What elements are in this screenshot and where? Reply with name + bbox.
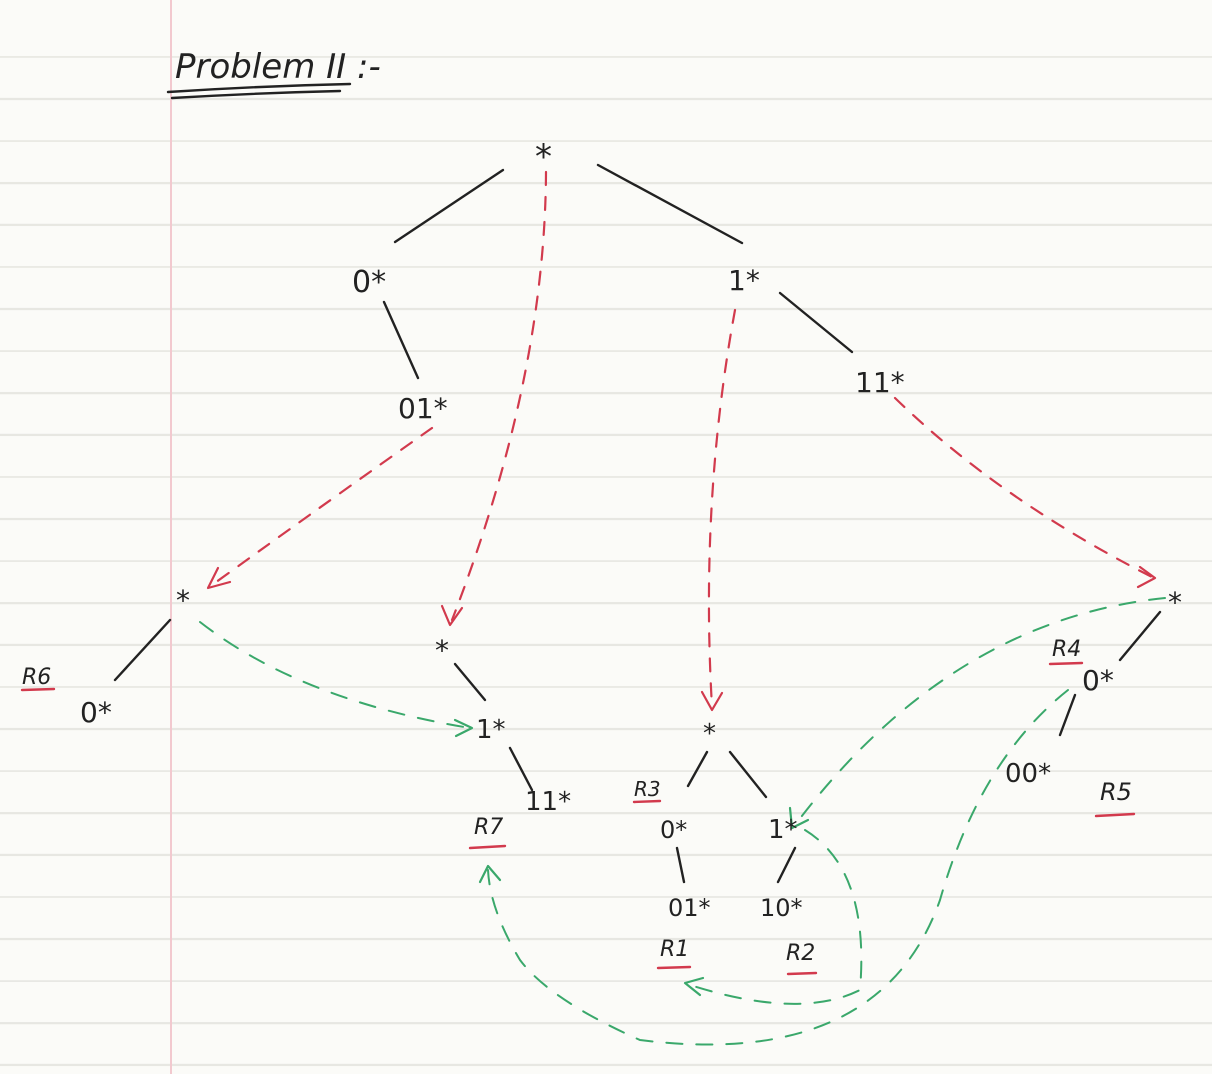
green-arrowhead-R1 xyxy=(683,976,705,997)
node-11: 11* xyxy=(855,366,905,399)
node-sC-root: * xyxy=(703,719,716,749)
node-sD-00: 00* xyxy=(1005,759,1051,789)
green-pointer-sA-to-sB1 xyxy=(199,621,471,729)
sub-trie-edges xyxy=(113,610,1162,884)
node-sC-0: 0* xyxy=(660,816,687,844)
green-arrowhead-R7 xyxy=(478,864,502,884)
margin-line xyxy=(170,0,172,1074)
rule-R5-underline xyxy=(1094,812,1136,818)
red-pointer-root-to-sB xyxy=(450,170,548,622)
rule-R3: R3 xyxy=(634,777,661,801)
edge-0-01 xyxy=(382,300,420,380)
edge-1-11 xyxy=(778,291,854,354)
rule-R1: R1 xyxy=(660,937,689,962)
node-sC-10: 10* xyxy=(760,894,803,922)
green-pointer-sC1-to-R1 xyxy=(689,829,863,1005)
rule-R4: R4 xyxy=(1052,637,1081,662)
rule-R3-underline xyxy=(632,799,662,804)
main-trie-edges xyxy=(382,163,854,380)
rule-R1-underline xyxy=(656,965,692,970)
rule-labels: R6 R7 R3 R1 R2 R4 R5 xyxy=(20,637,1136,976)
rule-R5: R5 xyxy=(1100,778,1132,806)
rule-R7: R7 xyxy=(474,815,503,840)
node-sA-0: 0* xyxy=(80,696,112,729)
rule-R2-underline xyxy=(786,971,818,976)
edge-sB-1 xyxy=(453,662,487,702)
rule-R7-underline xyxy=(468,844,507,850)
red-pointers xyxy=(206,170,1157,712)
red-arrowhead-sA xyxy=(206,566,232,590)
rule-R6: R6 xyxy=(22,665,51,690)
edge-root-1 xyxy=(596,163,744,245)
node-1: 1* xyxy=(728,264,760,297)
edge-sC0-01 xyxy=(675,846,686,884)
green-pointers xyxy=(199,597,1166,1046)
green-pointer-sD0-to-R7 xyxy=(487,689,1069,1046)
rule-R4-underline xyxy=(1048,661,1084,666)
node-sB-11: 11* xyxy=(525,787,571,817)
title: Problem II :- xyxy=(175,47,381,87)
node-sC-1: 1* xyxy=(768,815,798,845)
rule-R6-underline xyxy=(20,687,56,692)
rule-R2: R2 xyxy=(786,941,815,966)
edge-sA-0 xyxy=(113,618,172,682)
edge-root-0 xyxy=(393,168,505,244)
edge-sD-0 xyxy=(1118,610,1162,662)
red-arrowhead-sC xyxy=(700,690,724,712)
red-pointer-01-to-sA xyxy=(210,426,434,587)
red-pointer-1-to-sC xyxy=(707,308,737,709)
red-pointer-11-to-sD xyxy=(893,396,1154,579)
node-sD-root: * xyxy=(1168,586,1182,619)
title-underline-2 xyxy=(170,89,342,100)
edge-sC-0 xyxy=(686,750,709,788)
node-0: 0* xyxy=(352,265,386,300)
node-root: * xyxy=(535,137,552,177)
edge-sC1-10 xyxy=(776,846,797,884)
node-sA-root: * xyxy=(176,584,190,617)
red-arrowhead-sB xyxy=(440,604,464,627)
edge-sB1-11 xyxy=(508,746,534,792)
node-sB-root: * xyxy=(435,634,449,667)
node-sB-1: 1* xyxy=(476,715,506,745)
edge-sD0-00 xyxy=(1058,693,1077,737)
node-sD-0: 0* xyxy=(1082,664,1114,697)
title-underline xyxy=(166,82,352,94)
green-arrowhead-sC1 xyxy=(788,806,810,830)
green-arrowhead-sB1 xyxy=(453,718,474,738)
green-pointer-sD-to-sC1 xyxy=(794,597,1166,826)
red-arrowhead-sD xyxy=(1136,565,1157,589)
node-sC-01: 01* xyxy=(668,894,711,922)
edge-sC-1 xyxy=(728,750,768,799)
node-01: 01* xyxy=(398,392,448,425)
